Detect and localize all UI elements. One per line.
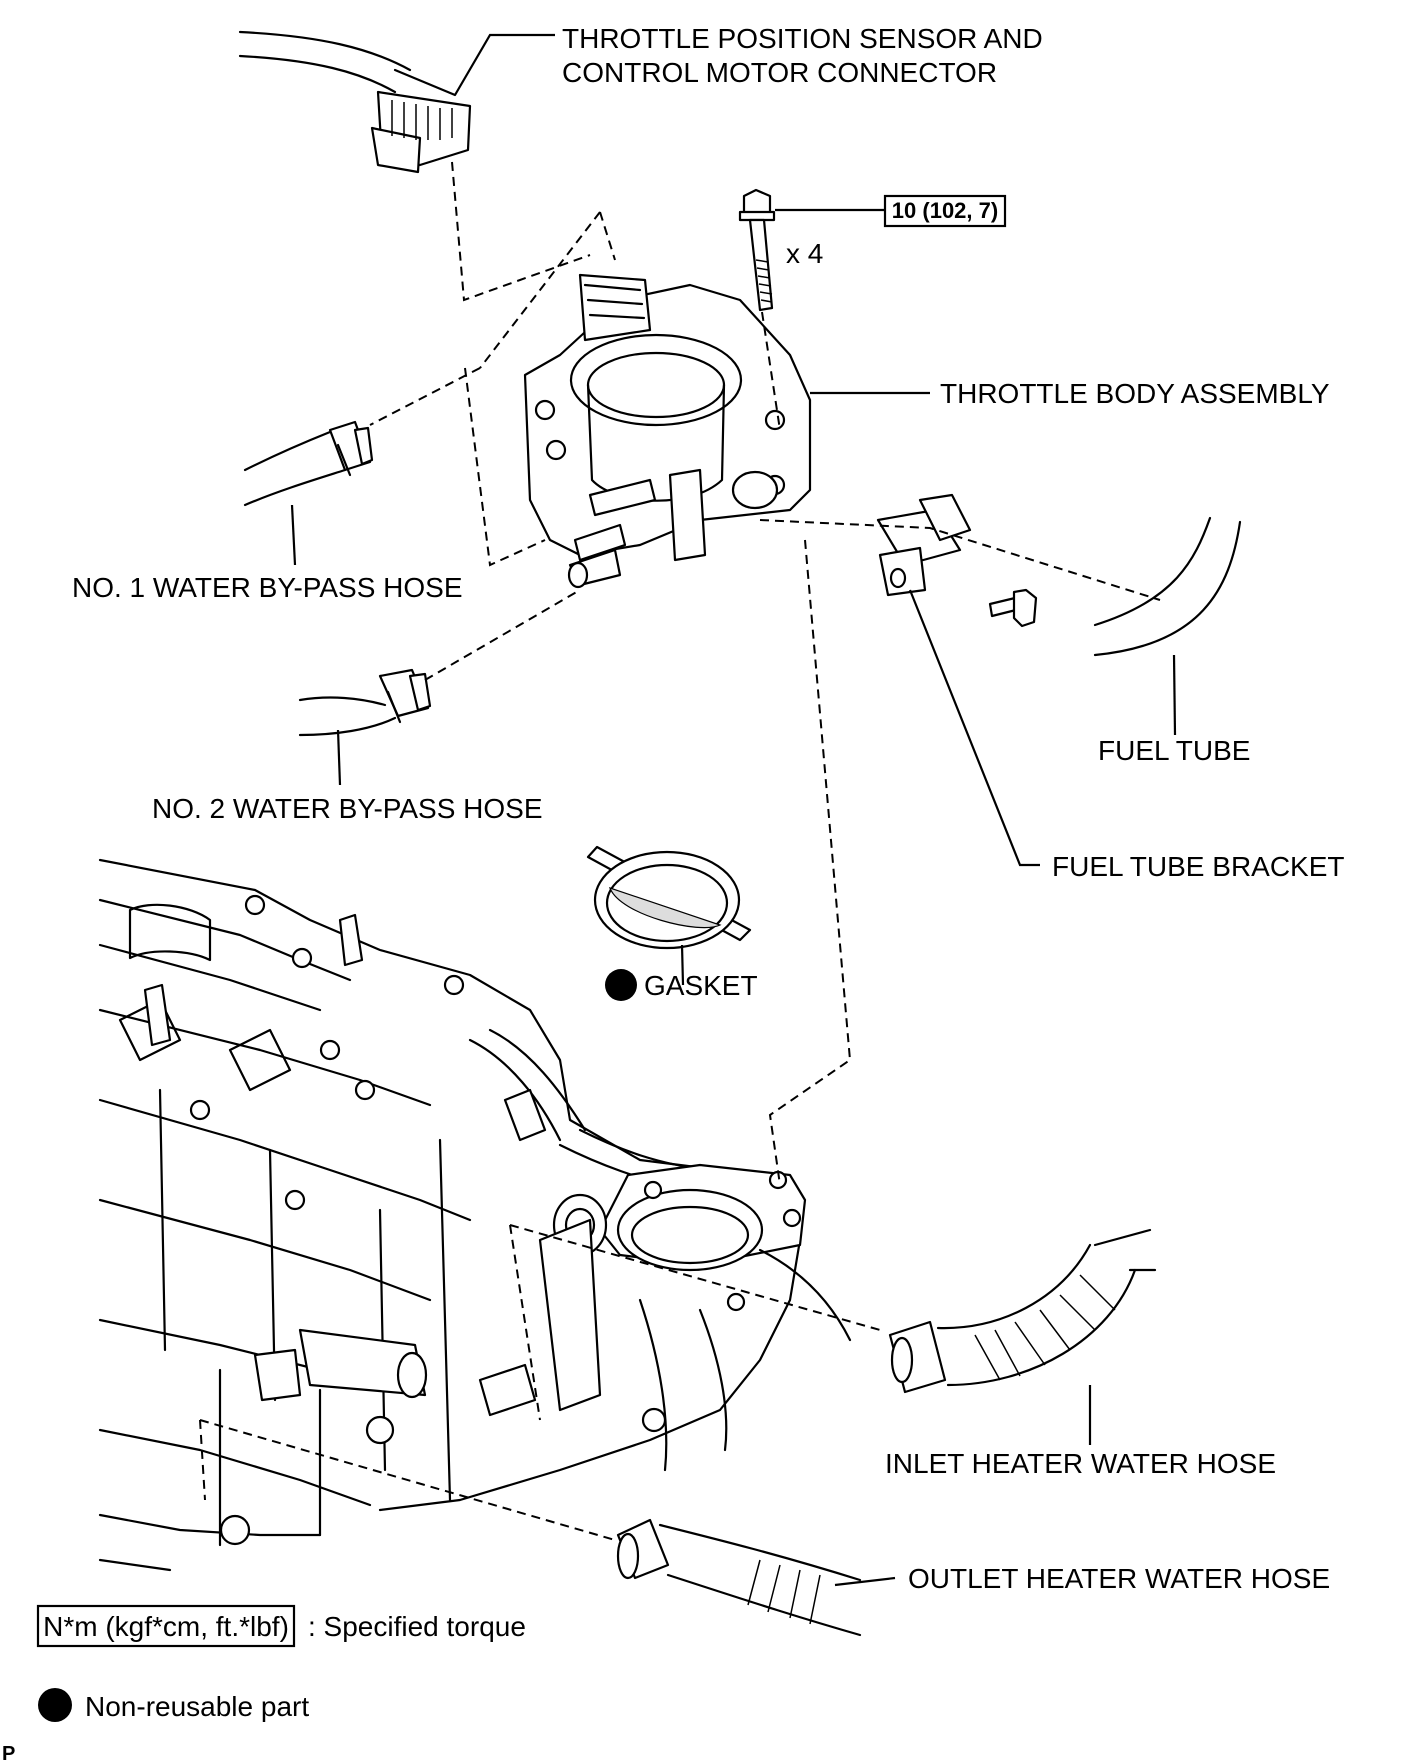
engine-illustration bbox=[98, 858, 852, 1572]
fuel-tube-bracket-illustration bbox=[876, 493, 972, 597]
throttle-body-illustration bbox=[523, 273, 812, 589]
tps-connector-label-line2: CONTROL MOTOR CONNECTOR bbox=[562, 57, 997, 88]
torque-legend-units: N*m (kgf*cm, ft.*lbf) bbox=[43, 1611, 289, 1642]
tps-connector-label-line1: THROTTLE POSITION SENSOR AND bbox=[562, 23, 1043, 54]
outlet-heater-water-hose-illustration bbox=[616, 1518, 862, 1637]
fuel-tube-bracket-label: FUEL TUBE BRACKET bbox=[1052, 851, 1345, 882]
torque-legend-description: : Specified torque bbox=[308, 1611, 526, 1642]
water-bypass-hose-2-illustration bbox=[298, 668, 432, 737]
torque-spec-value: 10 (102, 7) bbox=[892, 198, 998, 223]
water-bypass-hose-1-illustration bbox=[243, 420, 374, 507]
non-reusable-legend-description: Non-reusable part bbox=[85, 1691, 309, 1722]
alignment-dashed-lines bbox=[199, 161, 1161, 1541]
tps-connector-illustration bbox=[238, 30, 472, 174]
gasket-label: GASKET bbox=[644, 970, 758, 1001]
bracket-bolt-illustration bbox=[988, 588, 1038, 628]
torque-legend-box bbox=[36, 1604, 296, 1648]
corner-mark: P bbox=[2, 1743, 15, 1763]
water-bypass-hose-2-label: NO. 2 WATER BY-PASS HOSE bbox=[152, 793, 543, 824]
outlet-heater-water-hose-label: OUTLET HEATER WATER HOSE bbox=[908, 1563, 1330, 1594]
torque-spec-box bbox=[883, 194, 1007, 228]
gasket-illustration bbox=[586, 845, 752, 950]
inlet-heater-water-hose-label: INLET HEATER WATER HOSE bbox=[885, 1448, 1276, 1479]
bolt-count-label: x 4 bbox=[786, 238, 823, 269]
throttle-body-bolt-illustration bbox=[738, 188, 776, 312]
inlet-heater-water-hose-illustration bbox=[888, 1228, 1157, 1394]
gasket-non-reusable-marker bbox=[605, 969, 637, 1001]
water-bypass-hose-1-label: NO. 1 WATER BY-PASS HOSE bbox=[72, 572, 463, 603]
label-leader-lines bbox=[290, 33, 1177, 1587]
fuel-tube-illustration bbox=[1093, 516, 1242, 657]
fuel-tube-label: FUEL TUBE bbox=[1098, 735, 1250, 766]
non-reusable-legend-marker bbox=[38, 1688, 72, 1722]
throttle-body-label: THROTTLE BODY ASSEMBLY bbox=[940, 378, 1330, 409]
